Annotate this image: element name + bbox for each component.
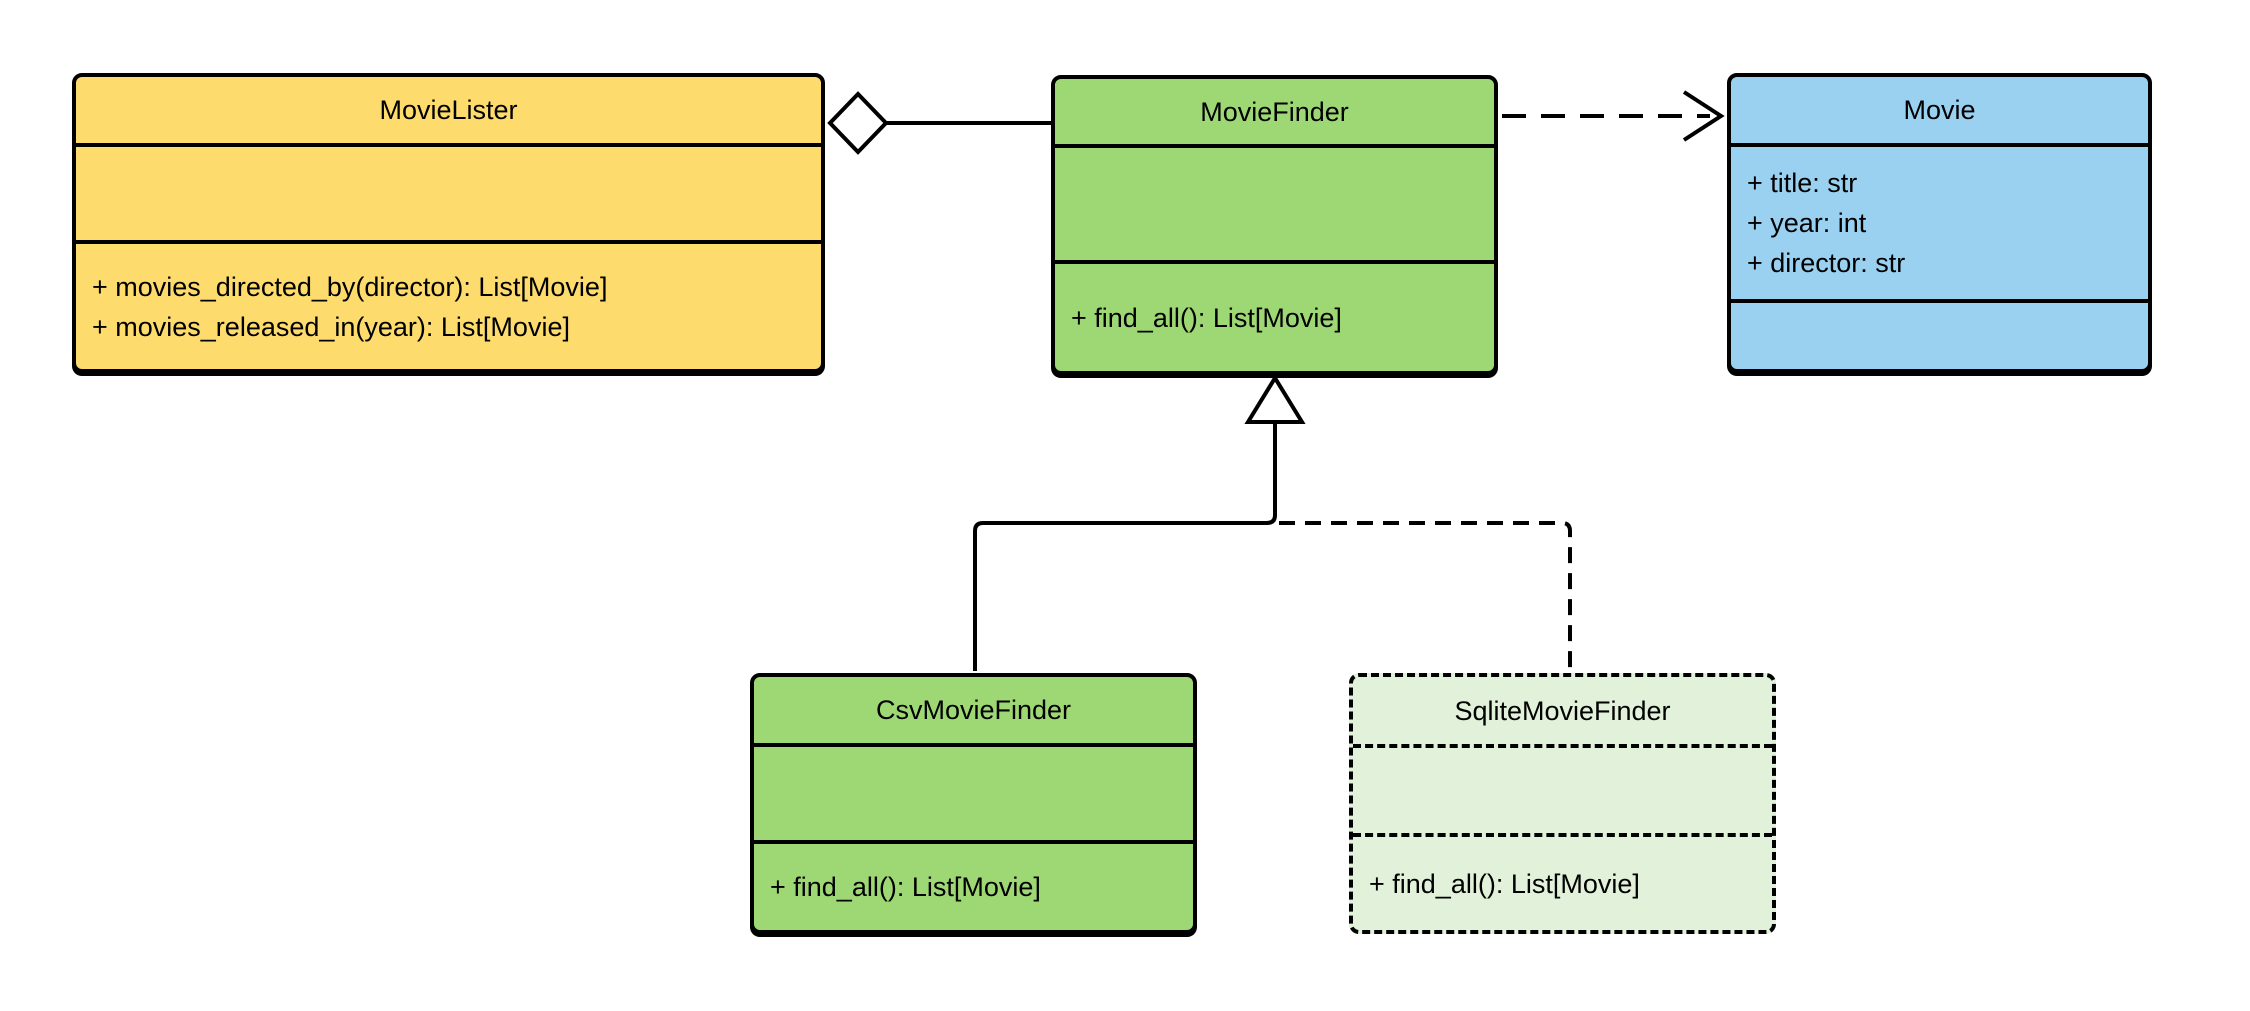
class-name-movielister: MovieLister bbox=[379, 95, 518, 125]
class-box-sqlitemoviefinder[interactable]: SqliteMovieFinder + find_all(): List[Mov… bbox=[1349, 673, 1776, 934]
method-label: + find_all(): List[Movie] bbox=[1071, 302, 1342, 333]
class-box-movielister[interactable]: MovieLister + movies_directed_by(directo… bbox=[72, 73, 825, 373]
open-arrowhead-marker bbox=[1682, 90, 1725, 142]
class-name-csvmoviefinder: CsvMovieFinder bbox=[875, 695, 1072, 725]
attributes-compartment bbox=[1055, 144, 1494, 260]
class-box-csvmoviefinder[interactable]: CsvMovieFinder + find_all(): List[Movie] bbox=[750, 673, 1197, 934]
methods-compartment: + movies_directed_by(director): List[Mov… bbox=[76, 240, 821, 369]
generalization-dashed-line[interactable] bbox=[1279, 521, 1572, 671]
class-box-moviefinder[interactable]: MovieFinder + find_all(): List[Movie] bbox=[1051, 75, 1498, 375]
dependency-connector-moviefinder-movie[interactable] bbox=[1502, 90, 1725, 142]
attributes-compartment bbox=[1353, 744, 1772, 833]
attribute-label: + director: str bbox=[1747, 248, 1906, 278]
methods-compartment: + find_all(): List[Movie] bbox=[1055, 260, 1494, 371]
methods-compartment: + find_all(): List[Movie] bbox=[1353, 833, 1772, 930]
attribute-label: + title: str bbox=[1747, 168, 1858, 198]
class-name-movie: Movie bbox=[1903, 95, 1976, 125]
class-name-moviefinder: MovieFinder bbox=[1200, 96, 1349, 127]
method-label: + movies_released_in(year): List[Movie] bbox=[92, 311, 570, 342]
methods-compartment: + find_all(): List[Movie] bbox=[754, 840, 1193, 930]
methods-compartment bbox=[1731, 299, 2148, 369]
method-label: + find_all(): List[Movie] bbox=[1369, 868, 1640, 899]
generalization-solid-line[interactable] bbox=[973, 422, 1277, 671]
method-label: + movies_directed_by(director): List[Mov… bbox=[92, 271, 608, 302]
class-box-movie[interactable]: Movie + title: str + year: int + directo… bbox=[1727, 73, 2152, 373]
method-label: + find_all(): List[Movie] bbox=[770, 872, 1041, 902]
class-name-sqlitemoviefinder: SqliteMovieFinder bbox=[1454, 695, 1671, 726]
generalization-connector-sqlitemoviefinder-moviefinder[interactable] bbox=[1279, 521, 1572, 671]
hollow-triangle-marker bbox=[1244, 374, 1306, 424]
generalization-connector-csvmoviefinder-moviefinder[interactable] bbox=[973, 374, 1306, 671]
attributes-compartment: + title: str + year: int + director: str bbox=[1731, 143, 2148, 299]
attributes-compartment bbox=[754, 743, 1193, 840]
aggregation-connector-movielister-moviefinder[interactable] bbox=[827, 91, 1051, 155]
attributes-compartment bbox=[76, 143, 821, 240]
attribute-label: + year: int bbox=[1747, 208, 1867, 238]
hollow-diamond-marker bbox=[827, 91, 889, 155]
